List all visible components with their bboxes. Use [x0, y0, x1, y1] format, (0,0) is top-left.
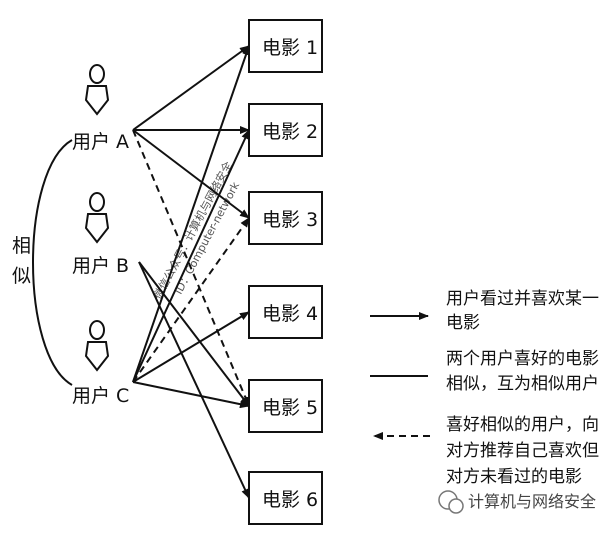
legend-liked-line1: 用户看过并喜欢某一 [446, 289, 599, 309]
legend-liked-line2: 电影 [446, 313, 480, 333]
user-b-label: 用户 B [72, 255, 129, 277]
legend-similar-line1: 两个用户喜好的电影 [446, 349, 599, 369]
movie-4-label: 电影 4 [262, 303, 318, 325]
similar-char-2: 似 [12, 265, 31, 287]
movie-6-label: 电影 6 [262, 489, 318, 511]
edge-user-a-movie-1 [132, 45, 250, 131]
movie-3-label: 电影 3 [262, 209, 318, 231]
legend-item-liked: 用户看过并喜欢某一 电影 [370, 289, 599, 333]
similar-char-1: 相 [12, 235, 31, 257]
edge-user-a-movie-3 [132, 129, 250, 219]
movie-1-label: 电影 1 [262, 37, 318, 59]
movie-2-label: 电影 2 [262, 121, 318, 143]
legend: 用户看过并喜欢某一 电影 两个用户喜好的电影 相似，互为相似用户 喜好相似的用户… [370, 289, 599, 487]
edge-user-b-movie-6 [138, 261, 250, 499]
legend-item-recommend: 喜好相似的用户，向 对方推荐自己喜欢但 对方未看过的电影 [373, 415, 599, 487]
edge-user-c-movie-3 [132, 217, 250, 383]
movie-5: 电影 5 [248, 379, 323, 433]
user-a: 用户 A [72, 64, 129, 153]
user-a-label: 用户 A [72, 131, 129, 153]
user-b: 用户 B [72, 192, 129, 277]
user-b-icon [84, 192, 110, 244]
edge-user-c-movie-2 [132, 129, 250, 383]
watermark-bottom-text: 计算机与网络安全 [468, 492, 596, 511]
watermark-line1: 微信公众号：计算机与网络安全 [150, 159, 235, 302]
legend-recommend-line1: 喜好相似的用户，向 [446, 415, 599, 435]
movie-3: 电影 3 [248, 191, 323, 245]
edge-user-c-movie-4 [132, 311, 250, 383]
edges [132, 45, 250, 499]
edge-user-b-movie-5 [138, 261, 250, 407]
similarity-arc [32, 139, 73, 386]
movie-5-label: 电影 5 [262, 397, 318, 419]
edge-user-a-movie-5 [132, 129, 250, 407]
legend-similar-line2: 相似，互为相似用户 [446, 374, 599, 394]
user-c-icon [84, 320, 110, 372]
edge-user-c-movie-5 [132, 381, 250, 409]
movie-1: 电影 1 [248, 19, 323, 73]
watermark-bottom: 计算机与网络安全 [438, 490, 596, 514]
wechat-icon [438, 490, 464, 514]
movie-2: 电影 2 [248, 103, 323, 157]
edge-user-c-movie-1 [132, 45, 250, 383]
legend-item-similar: 两个用户喜好的电影 相似，互为相似用户 [370, 349, 599, 394]
movie-4: 电影 4 [248, 285, 323, 339]
legend-recommend-line2: 对方推荐自己喜欢但 [446, 441, 599, 461]
user-c-label: 用户 C [72, 385, 129, 407]
user-c: 用户 C [72, 320, 129, 407]
movie-6: 电影 6 [248, 471, 323, 525]
legend-recommend-line3: 对方未看过的电影 [446, 467, 582, 487]
user-a-icon [84, 64, 110, 116]
